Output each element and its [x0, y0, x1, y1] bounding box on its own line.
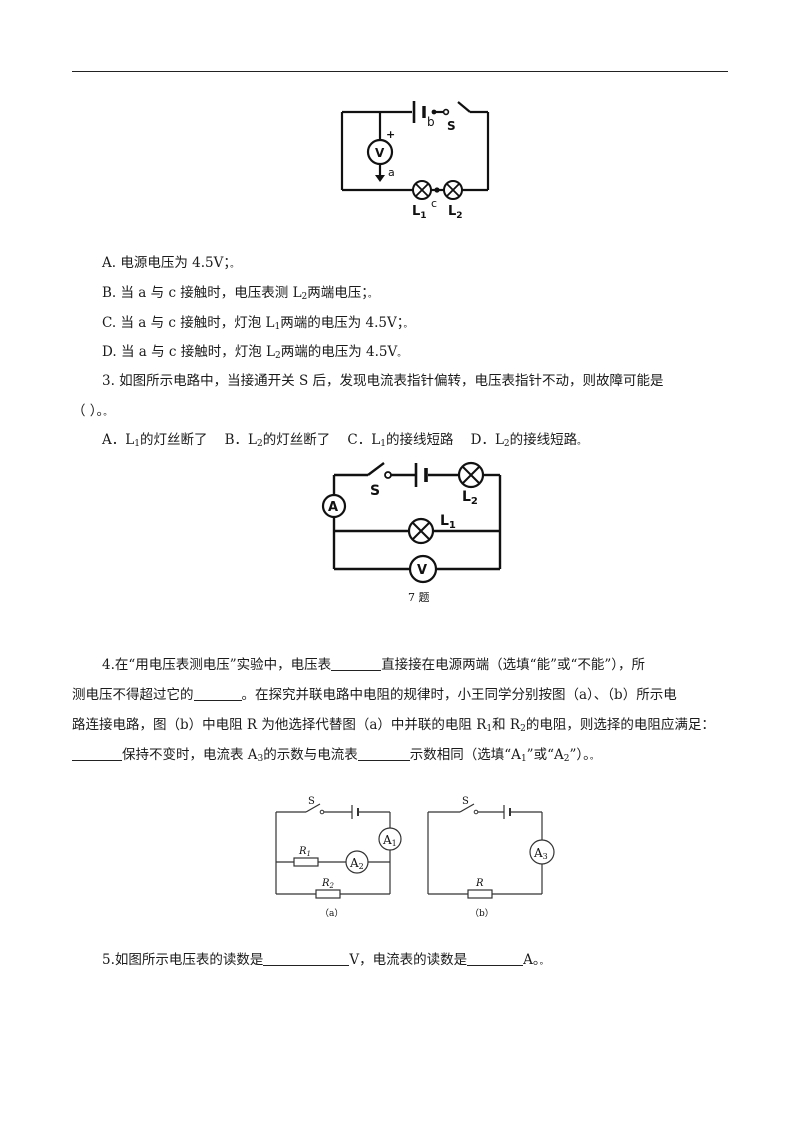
q2-label-s: S — [447, 119, 456, 133]
q4b-caption: （b） — [470, 908, 494, 919]
q4a-label-r2: R — [321, 878, 330, 889]
q3-label-l1: L — [440, 513, 449, 529]
q3-caption: 7 题 — [408, 591, 430, 604]
q4a-label-a1: A — [382, 833, 392, 847]
q4-line2: 测电压不得超过它的。在探究并联电路中电阻的规律时，小王同学分别按图（a）、（b）… — [72, 687, 677, 703]
q2-circuit-figure: V + a b S c L1 L2 — [330, 92, 505, 227]
q4-figure-b: A3 S R （b） — [420, 794, 565, 922]
q4-blank-3[interactable] — [72, 747, 122, 761]
q4a-label-r1: R — [298, 846, 307, 857]
q5-blank-1[interactable] — [263, 952, 350, 966]
q4a-label-s: S — [308, 796, 315, 807]
q3-label-a: A — [328, 500, 338, 515]
svg-text:L1: L1 — [412, 204, 427, 221]
svg-text:A3: A3 — [533, 846, 548, 861]
q2-label-a: a — [388, 166, 395, 179]
q5-blank-2[interactable] — [467, 952, 524, 966]
svg-text:A1: A1 — [382, 833, 397, 848]
q2-option-c: C. 当 a 与 c 接触时，灯泡 L1两端的电压为 4.5V；。 — [102, 315, 413, 332]
voltmeter-icon — [366, 138, 394, 166]
q2-label-c: c — [431, 197, 437, 210]
q2-option-a: A. 电源电压为 4.5V；。 — [102, 255, 240, 271]
q3-circuit-figure: A V S L2 L1 7 题 — [312, 455, 522, 607]
q3-label-s: S — [370, 483, 380, 499]
q3-options: A．L1的灯丝断了 B．L2的灯丝断了 C．L1的接线短路 D．L2的接线短路。 — [102, 432, 587, 449]
q2-label-v: V — [375, 146, 385, 160]
svg-text:A2: A2 — [349, 856, 364, 871]
q4-line1: 4.在“用电压表测电压”实验中，电压表直接接在电源两端（选填“能”或“不能”），… — [102, 657, 646, 673]
q4a-label-r1-sub: 1 — [307, 850, 311, 858]
header-rule — [72, 71, 728, 72]
q2-label-l2-sub: 2 — [456, 211, 462, 221]
q2-option-d: D. 当 a 与 c 接触时，灯泡 L2两端的电压为 4.5V。 — [102, 344, 407, 361]
q2-label-l1: L — [412, 204, 420, 219]
ammeter-icon — [321, 493, 347, 519]
ammeter-a3-icon — [529, 839, 555, 865]
voltmeter-icon — [408, 554, 438, 584]
svg-text:R2: R2 — [321, 878, 335, 890]
q3-label-v: V — [417, 563, 427, 578]
q2-option-b: B. 当 a 与 c 接触时，电压表测 L2两端电压；。 — [102, 285, 378, 302]
q4a-label-a1-sub: 1 — [392, 839, 397, 848]
svg-text:R1: R1 — [298, 846, 311, 858]
q4-blank-2[interactable] — [193, 687, 242, 701]
q4a-label-a2-sub: 2 — [359, 862, 364, 871]
q4-figure-a: A1 A2 S R1 R2 （a） — [268, 794, 403, 922]
q3-label-l2-sub: 2 — [471, 496, 478, 507]
q4b-label-r: R — [475, 878, 484, 889]
q3-label-l2: L — [462, 489, 471, 505]
q4-blank-4[interactable] — [357, 747, 410, 761]
q4b-label-s: S — [462, 796, 469, 807]
svg-text:L2: L2 — [448, 204, 463, 221]
q2-label-b: b — [427, 115, 435, 129]
q4-line3: 路连接电路，图（b）中电阻 R 为他选择代替图（a）中并联的电阻 R1和 R2的… — [72, 717, 715, 734]
q3-stem-line2: （ ）。。 — [72, 403, 113, 419]
q4a-caption: （a） — [320, 908, 343, 919]
q4b-label-a3-sub: 3 — [543, 852, 548, 861]
q4-blank-1[interactable] — [331, 657, 382, 671]
q3-stem-line1: 3. 如图所示电路中，当接通开关 S 后，发现电流表指针偏转，电压表指针不动，则… — [102, 373, 664, 389]
ammeter-a2-icon — [345, 850, 369, 874]
q3-label-l1-sub: 1 — [449, 520, 456, 531]
q4a-label-r2-sub: 2 — [329, 882, 335, 890]
ammeter-a1-icon — [378, 827, 402, 851]
q4-line4: 保持不变时，电流表 A3的示数与电流表示数相同（选填“A1”或“A2”）。。 — [72, 745, 599, 769]
svg-text:L2: L2 — [462, 489, 478, 507]
q2-label-plus: + — [386, 128, 395, 141]
q2-label-l2: L — [448, 204, 456, 219]
q2-label-l1-sub: 1 — [420, 211, 426, 221]
svg-text:L1: L1 — [440, 513, 456, 531]
q4b-label-a3: A — [533, 846, 543, 860]
q4a-label-a2: A — [349, 856, 359, 870]
